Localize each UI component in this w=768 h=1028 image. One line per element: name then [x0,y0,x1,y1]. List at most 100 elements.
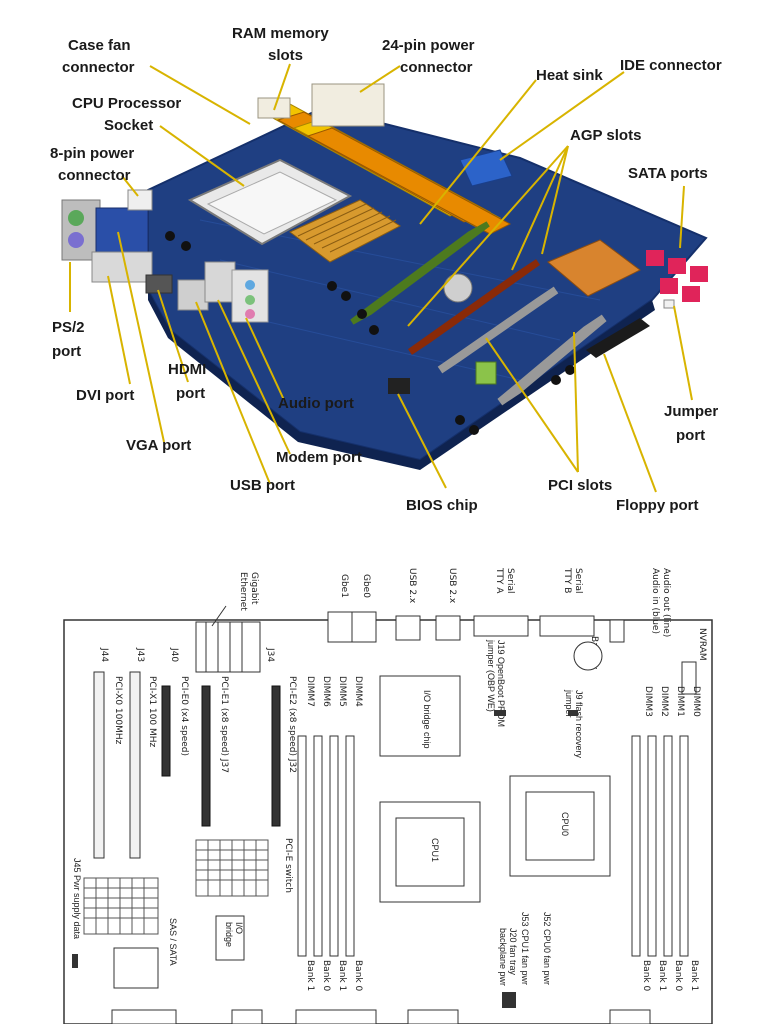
cpu0 [509,775,611,877]
label-power8-2: connector [58,167,131,184]
motherboard-schematic: Gigabit Ethernet Gbe1 Gbe0 USB 2.x USB 2… [0,540,768,1025]
ethernet-leader [211,605,227,627]
label-dimm2: DIMM2 [659,686,669,717]
label-bank-l1: Bank 1 [337,960,347,991]
label-hdmi-1: HDMI [168,361,206,378]
pcie-switch-chip [195,839,269,897]
modem-ethernet-stack [204,261,236,303]
label-audio: Audio port [278,395,354,412]
label-io-bridge-2: bridge [224,922,234,947]
label-j40: J40 [169,647,179,662]
j45-header [72,954,78,968]
label-bank-l2: Bank 0 [321,960,331,991]
pcie0-slot [161,685,171,777]
pcie-slot-red [407,259,541,355]
ps2-mouse-port [68,210,84,226]
label-j43: J43 [135,647,145,662]
j9-header [568,710,578,716]
label-ram-1: RAM memory [232,25,329,42]
label-pcie-switch: PCI-E switch [283,838,293,893]
j19-header [494,710,506,716]
label-bank-r0: Bank 1 [689,960,699,991]
label-ide: IDE connector [620,57,722,74]
label-bank-r3: Bank 0 [641,960,651,991]
label-dimm4: DIMM4 [353,676,363,707]
label-j44: J44 [99,647,109,662]
label-serial-a-2: TTY A [494,567,504,594]
fan-headers [502,992,516,1008]
label-heat-sink: Heat sink [536,67,603,84]
dimm-right-group [631,735,689,957]
ethernet-block [195,621,261,673]
battery [573,641,603,671]
label-bank-l3: Bank 1 [305,960,315,991]
label-io-bridge-1: I/O [234,922,244,934]
schematic-svg: Gigabit Ethernet Gbe1 Gbe0 USB 2.x USB 2… [63,567,713,1025]
audio-jacks [609,619,625,643]
pcie1-slot [201,685,211,827]
label-case-fan-1: Case fan [68,37,131,54]
dvi-connector [91,251,153,283]
label-serial-b-1: Serial [573,568,583,593]
heat-sink-south [547,239,641,297]
jumper-block [663,299,675,309]
label-dimm6: DIMM6 [321,676,331,707]
label-pcie1: PCI-E1 (x8 speed) J37 [219,676,229,773]
slot-labels: J44 J43 J40 J34 PCI-X0 100MHz PCI-X1 100… [99,647,297,893]
bottom-connectors [111,1009,651,1025]
label-j19-2: jumper (OBP WE) [486,639,496,712]
motherboard-photo-svg: Case fan connector RAM memory slots 24-p… [50,25,722,514]
label-pcie0: PCI-E0 (x4 speed) [179,676,189,756]
leader-lines [69,63,693,493]
label-dimm0: DIMM0 [691,686,701,717]
label-dimm3: DIMM3 [643,686,653,717]
label-pcix1: PCI-X1 100 MHz [147,676,157,747]
label-modem: Modem port [276,449,362,466]
pcix1-slot [129,671,141,859]
cpu-socket [187,158,353,246]
usb-port-b [435,615,461,641]
cmos-battery [443,273,473,303]
capacitors [165,231,575,435]
8pin-power-connector [127,189,153,211]
pci-slot-1 [437,286,559,374]
label-ps2-2: port [52,343,81,360]
label-sata: SATA ports [628,165,708,182]
floppy-connector [586,318,650,358]
label-bank-r1: Bank 0 [673,960,683,991]
label-audio-2: Audio in (blue) [650,568,660,634]
label-audio-1: Audio out (line) [661,568,671,637]
label-bank-r2: Bank 1 [657,960,667,991]
bios-chip [388,378,410,394]
label-dimm5: DIMM5 [337,676,347,707]
dimm-right-labels: DIMM0 DIMM1 DIMM2 DIMM3 Bank 1 Bank 0 Ba… [641,686,701,991]
label-serial-b-2: TTY B [562,567,572,593]
label-agp: AGP slots [570,127,641,144]
io-bridge-chip [379,675,461,757]
pci-slot-2 [497,314,607,406]
label-j20-2: backplane pwr [498,928,508,986]
label-j34: J34 [265,647,275,662]
label-pcie2: PCI-E2 (x8 speed) J32 [287,676,297,773]
label-jumper-1: Jumper [664,403,718,420]
label-pcix0: PCI-X0 100MHz [113,676,123,745]
label-cpu-1: CPU Processor [72,95,181,112]
pcix0-slot [93,671,105,859]
io-bridge-small [215,915,245,961]
label-j52: J52 CPU0 fan pwr [542,912,552,985]
usb-port-a [395,615,421,641]
label-ethernet-1: Gigabit [249,572,259,605]
label-io-bridge-chip: I/O bridge chip [422,690,432,749]
label-cpu-2: Socket [104,117,153,134]
label-j45: J45 Pwr supply data [72,858,82,939]
label-sas-sata: SAS / SATA [168,918,178,966]
expansion-slots [93,671,281,859]
rear-io-panel [61,199,269,323]
label-usb-b: USB 2.x [447,568,457,604]
label-usb: USB port [230,477,295,494]
24pin-power-connector [311,83,385,127]
label-ps2-1: PS/2 [52,319,85,336]
label-j19-1: J19 OpenBoot PROM [496,640,506,727]
label-bank-l0: Bank 0 [353,960,363,991]
label-dimm1: DIMM1 [675,686,685,717]
